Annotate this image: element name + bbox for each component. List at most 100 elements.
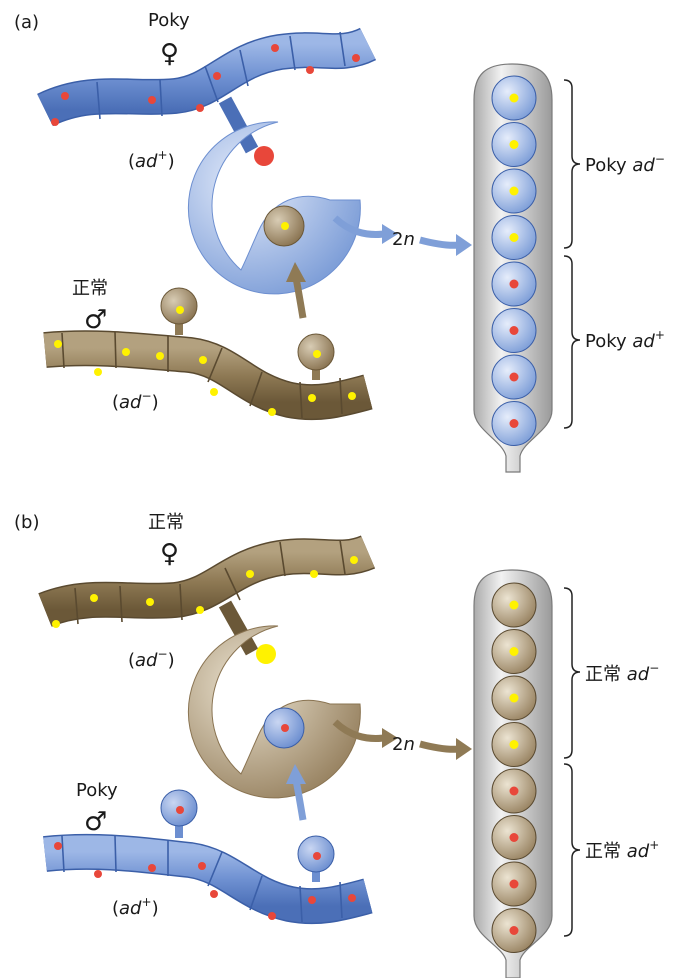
panel-b-female-hypha [38,535,376,628]
nucleus-yellow [156,352,164,360]
nucleus-red [509,326,519,335]
panel-a-arrow-to-ascus [419,236,461,249]
nucleus-yellow [308,394,316,402]
nucleus-red [268,912,276,920]
nucleus-red [54,842,62,850]
panel-b-male-name: Poky [76,780,118,801]
nucleus-red [348,894,356,902]
panel-a-male-symbol: ♂ [84,305,107,335]
nucleus-red [281,724,289,732]
nucleus-yellow [94,368,102,376]
nucleus-red [51,118,59,126]
nucleus-yellow [52,620,60,628]
panel-b-top-group-label: 正常 ad− [585,661,659,685]
bracket [563,255,581,429]
bracket [563,79,581,249]
panel-a: (a) Poky ♀ [14,10,665,473]
nucleus-red [509,833,519,842]
nucleus-red [94,870,102,878]
panel-b-male-hypha [43,789,373,925]
panel-a-female-genotype: (ad+) [128,148,175,172]
nucleus-red [210,890,218,898]
nucleus-yellow [509,233,519,242]
nucleus-red [213,72,221,80]
nucleus-yellow [90,594,98,602]
bracket [563,587,581,759]
panel-b-ploidy: 2n [392,734,415,755]
nucleus-red [509,786,519,796]
arrowhead [286,262,306,282]
nucleus-yellow [509,140,519,149]
panel-b-stalk [218,600,259,656]
nucleus-red [509,879,519,889]
nucleus-yellow [348,392,356,400]
panel-b-bottom-group-label: 正常 ad+ [585,838,659,862]
nucleus-red [308,896,316,904]
panel-b-female-genotype: (ad−) [128,647,175,671]
panel-a-male-genotype: (ad−) [112,389,159,413]
panel-a-ploidy: 2n [392,229,415,250]
panel-a-male-name: 正常 [72,278,108,299]
nucleus-yellow [509,647,519,656]
arrowhead [456,738,472,760]
nucleus-red [61,92,69,100]
nucleus-yellow [350,556,358,564]
arrowhead [382,224,398,244]
panel-a-stalk [218,96,259,154]
nucleus-yellow [210,388,218,396]
panel-a-ascospores [491,75,537,446]
panel-a-female-symbol: ♀ [160,39,179,69]
nucleus-yellow [196,606,204,614]
panel-a-label: (a) [14,12,39,33]
nucleus-yellow [509,740,519,749]
nucleus-red [271,44,279,52]
panel-b-ascospores [491,582,537,953]
panel-b-female-symbol: ♀ [160,539,179,569]
bracket [563,763,581,937]
arrowhead [286,764,306,784]
nucleus-red [352,54,360,62]
arrowhead [456,234,472,256]
panel-b-female-nucleus [256,644,276,664]
nucleus-red [306,66,314,74]
panel-b-female-name: 正常 [148,512,184,533]
nucleus-red [198,862,206,870]
nucleus-red [509,419,519,428]
panel-a-female-name: Poky [148,10,190,31]
arrowhead [382,728,398,748]
nucleus-yellow [122,348,130,356]
panel-b-arrow-to-2n [332,719,385,742]
nucleus-yellow [199,356,207,364]
panel-a-top-group-label: Poky ad− [585,152,665,176]
nucleus-red [148,864,156,872]
nucleus-red [176,806,184,814]
panel-b-male-genotype: (ad+) [112,895,159,919]
panel-b-protoperithecium [187,625,361,799]
panel-b-label: (b) [14,512,39,533]
panel-a-female-hypha [37,27,377,127]
panel-a-male-hypha [43,287,373,421]
nucleus-yellow [509,186,519,196]
nucleus-yellow [310,570,318,578]
nucleus-red [509,279,519,289]
nucleus-yellow [509,93,519,103]
nucleus-yellow [509,600,519,610]
panel-b-male-symbol: ♂ [84,807,107,837]
panel-b: (b) 正常 ♀ [14,512,659,978]
nucleus-red [509,372,519,382]
panel-a-arrow-to-2n [332,215,385,238]
conidium [160,287,198,325]
nucleus-yellow [246,570,254,578]
nucleus-yellow [54,340,62,348]
nucleus-red [509,926,519,935]
panel-a-female-nucleus [254,146,274,166]
panel-a-protoperithecium [187,121,361,295]
nucleus-red [196,104,204,112]
nucleus-yellow [313,350,321,358]
nucleus-red [313,852,321,860]
nucleus-yellow [176,306,184,314]
nucleus-yellow [268,408,276,416]
nucleus-yellow [281,222,289,230]
